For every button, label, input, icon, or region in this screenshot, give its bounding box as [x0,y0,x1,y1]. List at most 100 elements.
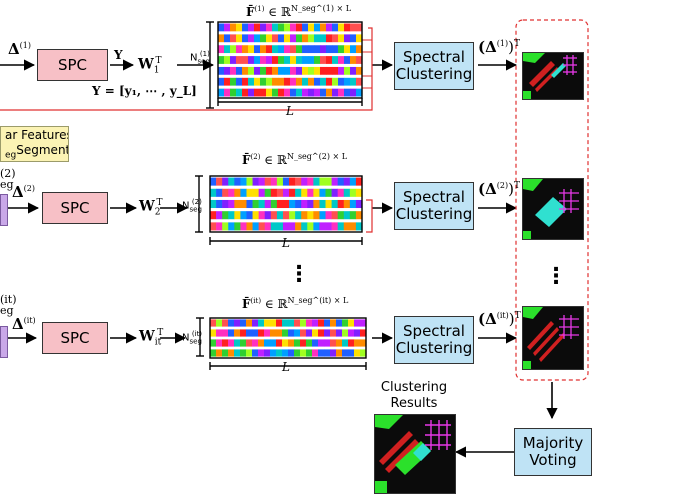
row2-l-label: L [282,236,290,250]
row1-f-sup: (1) [254,5,265,13]
matrix-cell [266,23,273,32]
matrix-cell [301,222,308,231]
matrix-cell [276,329,283,337]
row3-w-label: WitT [139,328,167,347]
matrix-cell [246,188,253,197]
row3-l-label: L [282,360,290,374]
matrix-cell [252,319,259,327]
matrix-cell [216,188,223,197]
row2-spectral-label: Spectral Clustering [395,188,473,223]
matrix-cell [331,211,338,220]
row3-nseg-label: Nseg(it) [182,330,212,345]
matrix-cell [248,88,255,97]
row2-spectral-box: Spectral Clustering [394,182,474,230]
matrix-cell [360,319,367,327]
matrix-cell [284,56,291,64]
matrix-cell [313,177,320,186]
matrix-cell [356,34,363,43]
matrix-cell [216,222,223,231]
matrix-cell [343,188,351,197]
matrix-cell [319,211,326,220]
matrix-cell [356,56,363,64]
matrix-cell [254,45,261,54]
matrix-cell [264,339,271,347]
matrix-cell [282,211,290,220]
matrix-cell [326,56,333,64]
matrix-cell [218,88,225,97]
matrix-cell [282,329,289,337]
matrix-cell [318,339,325,347]
matrix-cell [350,45,357,54]
row1-spectral-label: Spectral Clustering [395,48,473,83]
row2-nseg-sub: seg [189,205,202,214]
row3-nseg-n: N [182,332,190,344]
matrix-cell [331,199,338,209]
matrix-cell [260,77,267,86]
row3-w-sup: T [157,328,164,338]
matrix-cell [234,319,241,327]
majority-voting-label: Majority Voting [522,434,584,469]
row-ellipsis-mid: ⋮ [288,262,310,287]
matrix-cell [246,211,253,220]
row2-delta-in-sup: (2) [23,184,35,193]
matrix-cell [236,45,243,54]
matrix-cell [252,211,259,220]
matrix-cell [278,56,285,64]
matrix-cell [338,88,345,97]
matrix-cell [360,329,367,337]
row1-delta-in: Δ(1) [8,40,31,58]
matrix-cell [270,329,277,337]
matrix-cell [240,177,247,186]
matrix-cell [270,319,277,327]
matrix-cell [332,34,339,43]
row1-feature-matrix [217,21,363,99]
matrix-cell [254,88,261,97]
matrix-cell [258,349,265,357]
matrix-cell [326,77,333,86]
matrix-cell [314,88,321,97]
matrix-cell [272,23,279,32]
matrix-cell [222,329,229,337]
matrix-cell [308,88,315,97]
matrix-cell [222,222,229,231]
matrix-cell [276,319,283,327]
row1-nseg-n: N [190,52,198,64]
matrix-cell [349,222,357,231]
matrix-cell [242,45,249,54]
matrix-cell [308,66,315,75]
matrix-cell [314,77,321,86]
matrix-cell [278,77,285,86]
matrix-cell [260,88,267,97]
row3-delta-out-sym: (Δ [478,310,497,328]
matrix-cell [337,199,345,209]
features-note-line1: ar Features [5,128,69,142]
matrix-cell [320,77,327,86]
clustering-results-label: Clustering Results [380,380,448,411]
matrix-cell [294,319,301,327]
matrix-cell [318,349,325,357]
row3-f-dims: N_seg^(it) × L [287,296,349,305]
row1-w-sup: T [155,56,162,66]
matrix-cell [300,349,307,357]
matrix-cell [344,56,351,64]
matrix-cell [342,349,349,357]
matrix-cell [302,45,309,54]
matrix-cell [313,199,320,209]
matrix-cell [306,349,313,357]
row2-w-sub: 2 [154,207,161,218]
matrix-cell [278,23,285,32]
matrix-cell [330,319,337,327]
matrix-cell [252,222,259,231]
row3-l-bracket [209,362,367,370]
matrix-cell [270,188,278,197]
row1-cluster-map [522,52,584,100]
matrix-cell [338,66,345,75]
matrix-cell [336,319,343,327]
matrix-cell [338,34,345,43]
matrix-cell [234,211,241,220]
matrix-cell [264,188,272,197]
matrix-cell [224,23,231,32]
matrix-cell [326,23,333,32]
row1-nseg-label: Nseg(1) [190,50,220,65]
matrix-cell [266,77,273,86]
